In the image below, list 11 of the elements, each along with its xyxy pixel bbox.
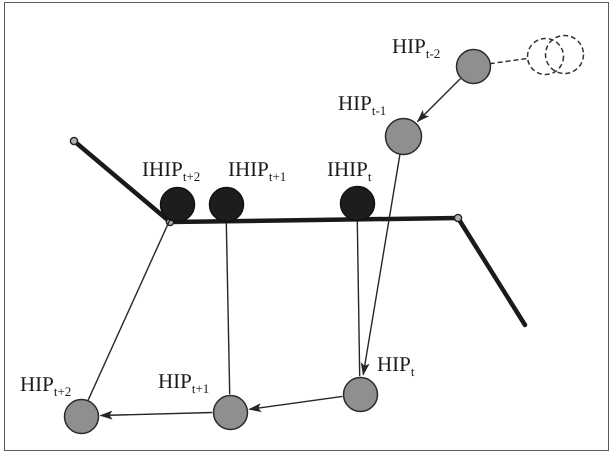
arrow <box>248 396 342 412</box>
dashed-circle <box>526 36 564 76</box>
arrow <box>100 410 212 420</box>
dashed-circle <box>544 34 584 74</box>
point-label: HIP$_{t-1}$ <box>338 93 386 114</box>
point-label: HIP$_{t+2}$ <box>20 374 72 395</box>
dashed-line <box>490 58 526 64</box>
point-label: HIP$_{t-2}$ <box>392 36 440 57</box>
point-label: HIP$_{t+1}$ <box>158 371 210 392</box>
point-label: HIP$_{t}$ <box>377 354 414 375</box>
arrow <box>416 78 461 122</box>
